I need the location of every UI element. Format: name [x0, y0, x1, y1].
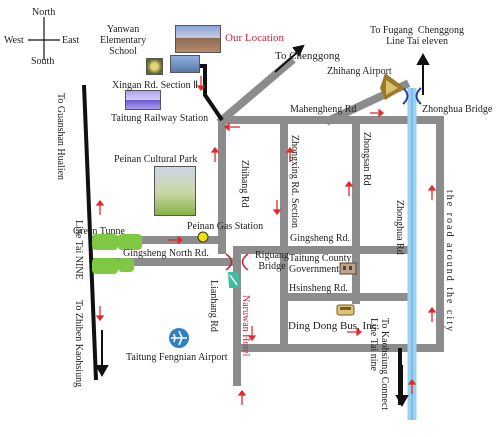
- label-zhongxing-rd: Zhongxing Rd. Section: [289, 135, 300, 229]
- label-to-chenggong: To Chenggong: [275, 50, 340, 62]
- zhonghua-bridge-icon: [402, 87, 422, 105]
- diagonal-chenggong-road: [216, 56, 296, 126]
- label-to-guanshan: To Guanshan Hualien: [55, 93, 66, 181]
- label-peinan-park: Peinan Cultural Park: [114, 154, 198, 165]
- compass-west-label: West: [4, 35, 24, 46]
- label-gingsheng-rd: Gingsheng Rd.: [290, 233, 350, 244]
- school-photo: [170, 55, 200, 73]
- label-riguang-bridge: Riguang Bridge: [255, 250, 289, 272]
- label-railway-station: Taitung Railway Station: [111, 113, 209, 124]
- label-county-gov: Taitung County Government: [289, 253, 352, 275]
- compass-north-label: North: [32, 7, 56, 18]
- label-school: Yanwan Elementary School: [100, 24, 147, 57]
- label-xingan-rd: Xingan Rd. Section Ⅱ: [112, 80, 199, 91]
- bus-icon: [336, 304, 355, 316]
- railway-station-photo: [125, 90, 161, 110]
- label-around-city: the road around the city: [444, 190, 455, 333]
- compass-east-label: East: [62, 35, 80, 46]
- label-line-tai-nine: Line Tai NINE: [73, 220, 84, 280]
- label-to-zhiben: To Zhiben Kaohsiung: [73, 300, 84, 388]
- label-zhongsan-rd: Zhongsan Rd: [361, 132, 372, 186]
- line-tai-nine-road: [82, 84, 98, 381]
- direction-arrows: [95, 44, 430, 408]
- label-gingsheng-north: Gingsheng North Rd.: [123, 248, 209, 259]
- label-mahengheng-rd: Mahengheng Rd: [290, 104, 357, 115]
- riguang-bridge-icon: [225, 253, 249, 271]
- label-hsinsheng-rd: Hsinsheng Rd.: [289, 283, 348, 294]
- label-lianhang-rd: Lianhang Rd: [208, 280, 219, 332]
- green-tunnel-trees: [92, 234, 142, 274]
- label-zhonghua-rd: Zhonghua Rd: [394, 200, 405, 255]
- label-zhihang-rd: Zhihang Rd: [239, 160, 250, 208]
- label-zhihang-airport: Zhihang Airport: [327, 66, 392, 77]
- peinan-park-photo: [154, 166, 196, 216]
- airplane-icon: [169, 328, 189, 348]
- county-government-icon: [339, 262, 357, 275]
- xingan-road: [176, 64, 224, 122]
- hotel-building-photo: [175, 25, 221, 53]
- naruwan-logo-icon: [228, 272, 240, 288]
- label-peinan-gas: Peinan Gas Station: [187, 221, 264, 232]
- airplane-sign-icon: [380, 73, 405, 100]
- label-green-tunnel: Green Tunne: [73, 226, 125, 237]
- label-to-kaohsiung-connect: To Kaohsiung Connect Line Tai nine: [368, 318, 390, 411]
- label-our-location: Our Location: [225, 32, 284, 44]
- compass-south-label: South: [31, 56, 55, 67]
- compass-rose: [28, 17, 60, 60]
- gas-station-dot: [197, 231, 209, 243]
- label-dingdong: Ding Dong Bus, Inc.: [288, 320, 380, 332]
- label-naruwan-hotel: Naruwan Hotel: [240, 295, 251, 357]
- label-fengnian-airport: Taitung Fengnian Airport: [126, 352, 228, 363]
- label-zhonghua-bridge: Zhonghua Bridge: [422, 104, 493, 115]
- label-to-fugang: To Fugang Chenggong Line Tai eleven: [370, 25, 465, 47]
- red-arrows: [95, 76, 437, 405]
- school-logo-icon: [146, 58, 163, 75]
